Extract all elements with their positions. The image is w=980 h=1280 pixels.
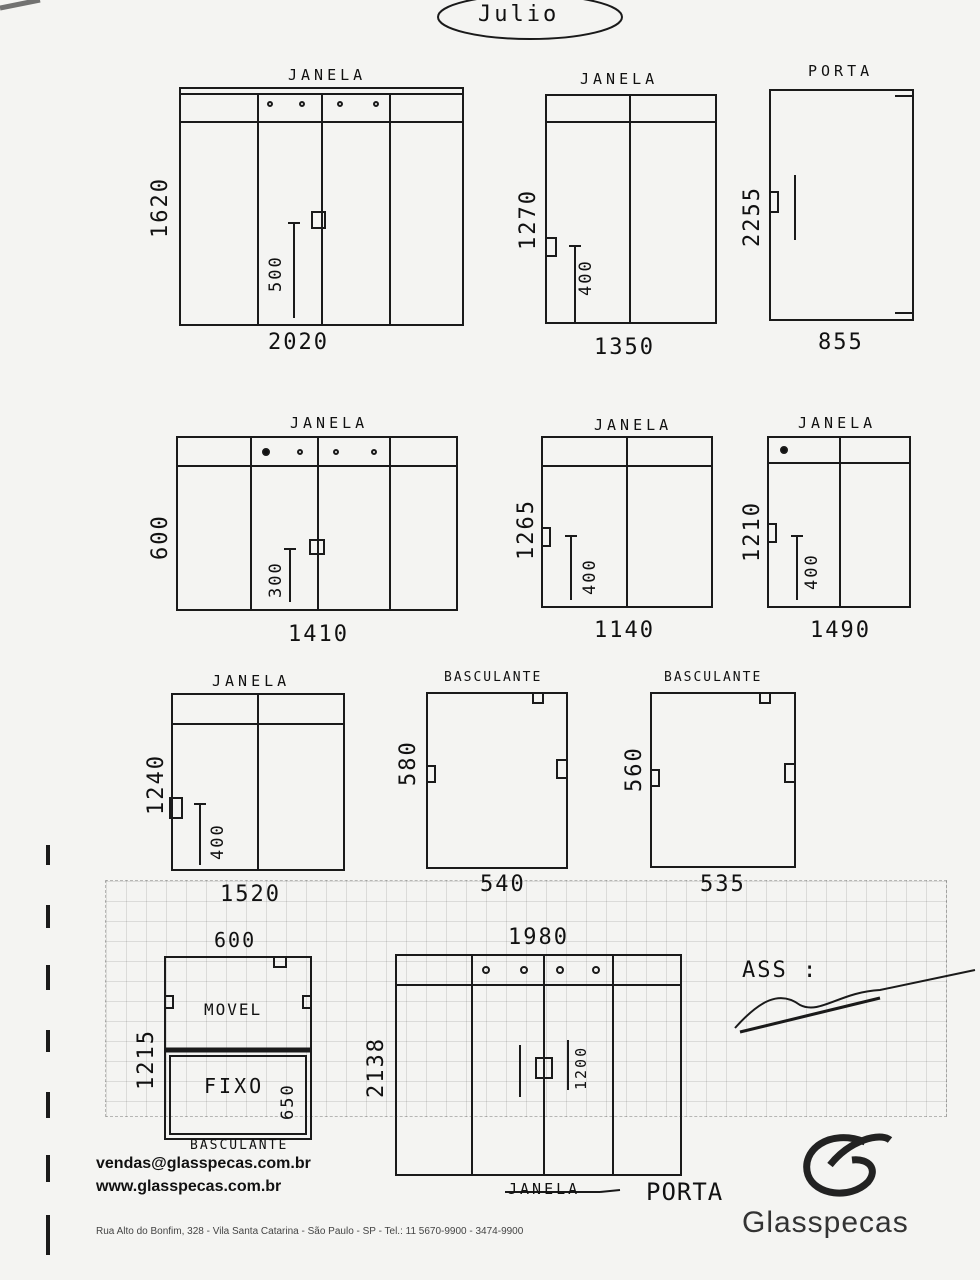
- window-2-type-label: JANELA: [580, 70, 659, 88]
- basculante-3-type-label: BASCULANTE: [190, 1138, 289, 1153]
- door-2-drawing: [395, 954, 682, 1176]
- basculante-2-height: 560: [622, 746, 647, 792]
- window-5-handle-height: 400: [802, 553, 822, 590]
- basculante-3-height: 1215: [134, 1029, 159, 1090]
- basculante-3-bottom-label: FIXO: [204, 1074, 265, 1098]
- door-1-type-label: PORTA: [808, 62, 874, 80]
- window-2-drawing: [545, 94, 717, 324]
- door-1-width: 855: [818, 330, 864, 355]
- door-2-type-label: PORTA: [646, 1178, 724, 1206]
- window-1-width: 2020: [268, 330, 329, 355]
- basculante-1-width: 540: [480, 872, 526, 897]
- client-name: Julio: [478, 2, 560, 27]
- window-1-handle-height: 500: [266, 255, 286, 292]
- door-2-handle-height: 1200: [572, 1045, 590, 1090]
- window-2-handle-height: 400: [576, 259, 596, 296]
- signature-strokes: [734, 969, 976, 1034]
- footer-address: Rua Alto do Bonfim, 328 - Vila Santa Cat…: [96, 1226, 524, 1237]
- door-1-height: 2255: [740, 186, 765, 247]
- window-4-type-label: JANELA: [594, 416, 673, 434]
- window-6-handle-height: 400: [208, 823, 228, 860]
- window-4-handle-height: 400: [580, 558, 600, 595]
- door-2-struck-label: JANELA: [508, 1180, 581, 1198]
- window-6-type-label: JANELA: [212, 672, 291, 690]
- basculante-2-drawing: [650, 692, 796, 868]
- basculante-3-width: 600: [214, 928, 257, 952]
- window-5-height: 1210: [740, 501, 765, 562]
- brand-logo-mark: [803, 1133, 893, 1197]
- door-2-width: 1980: [508, 925, 569, 950]
- window-3-type-label: JANELA: [290, 414, 369, 432]
- window-1-drawing: [179, 87, 464, 326]
- brand-wordmark: Glasspecas: [742, 1206, 909, 1239]
- background-grid: [105, 880, 947, 1117]
- basculante-3-top-label: MOVEL: [204, 1000, 263, 1019]
- window-1-height: 1620: [148, 177, 173, 238]
- window-5-drawing: [767, 436, 911, 608]
- footer-email[interactable]: vendas@glasspecas.com.br: [96, 1155, 311, 1172]
- window-4-drawing: [541, 436, 713, 608]
- window-2-width: 1350: [594, 335, 655, 360]
- basculante-2-width: 535: [700, 872, 746, 897]
- window-6-height: 1240: [144, 754, 169, 815]
- footer-website[interactable]: www.glasspecas.com.br: [96, 1178, 282, 1195]
- basculante-2-type-label: BASCULANTE: [664, 670, 763, 685]
- basculante-1-type-label: BASCULANTE: [444, 670, 543, 685]
- client-name-ellipse: [437, 0, 623, 40]
- basculante-1-height: 580: [396, 740, 421, 786]
- window-6-drawing: [169, 693, 345, 871]
- basculante-3-bottom-height: 650: [278, 1083, 298, 1120]
- window-1-type-label: JANELA: [288, 66, 367, 84]
- window-4-height: 1265: [514, 499, 539, 560]
- basculante-1-drawing: [426, 692, 568, 869]
- window-6-width: 1520: [220, 882, 281, 907]
- basculante-3-drawing: [164, 956, 312, 1140]
- window-3-width: 1410: [288, 622, 349, 647]
- window-5-type-label: JANELA: [798, 414, 877, 432]
- window-3-height: 600: [148, 514, 173, 560]
- window-3-drawing: [176, 436, 458, 611]
- window-2-height: 1270: [516, 189, 541, 250]
- window-3-handle-height: 300: [266, 561, 286, 598]
- door-1-drawing: [769, 89, 914, 321]
- window-4-width: 1140: [594, 618, 655, 643]
- door-2-height: 2138: [364, 1037, 389, 1098]
- window-5-width: 1490: [810, 618, 871, 643]
- signature-label: ASS :: [742, 958, 819, 983]
